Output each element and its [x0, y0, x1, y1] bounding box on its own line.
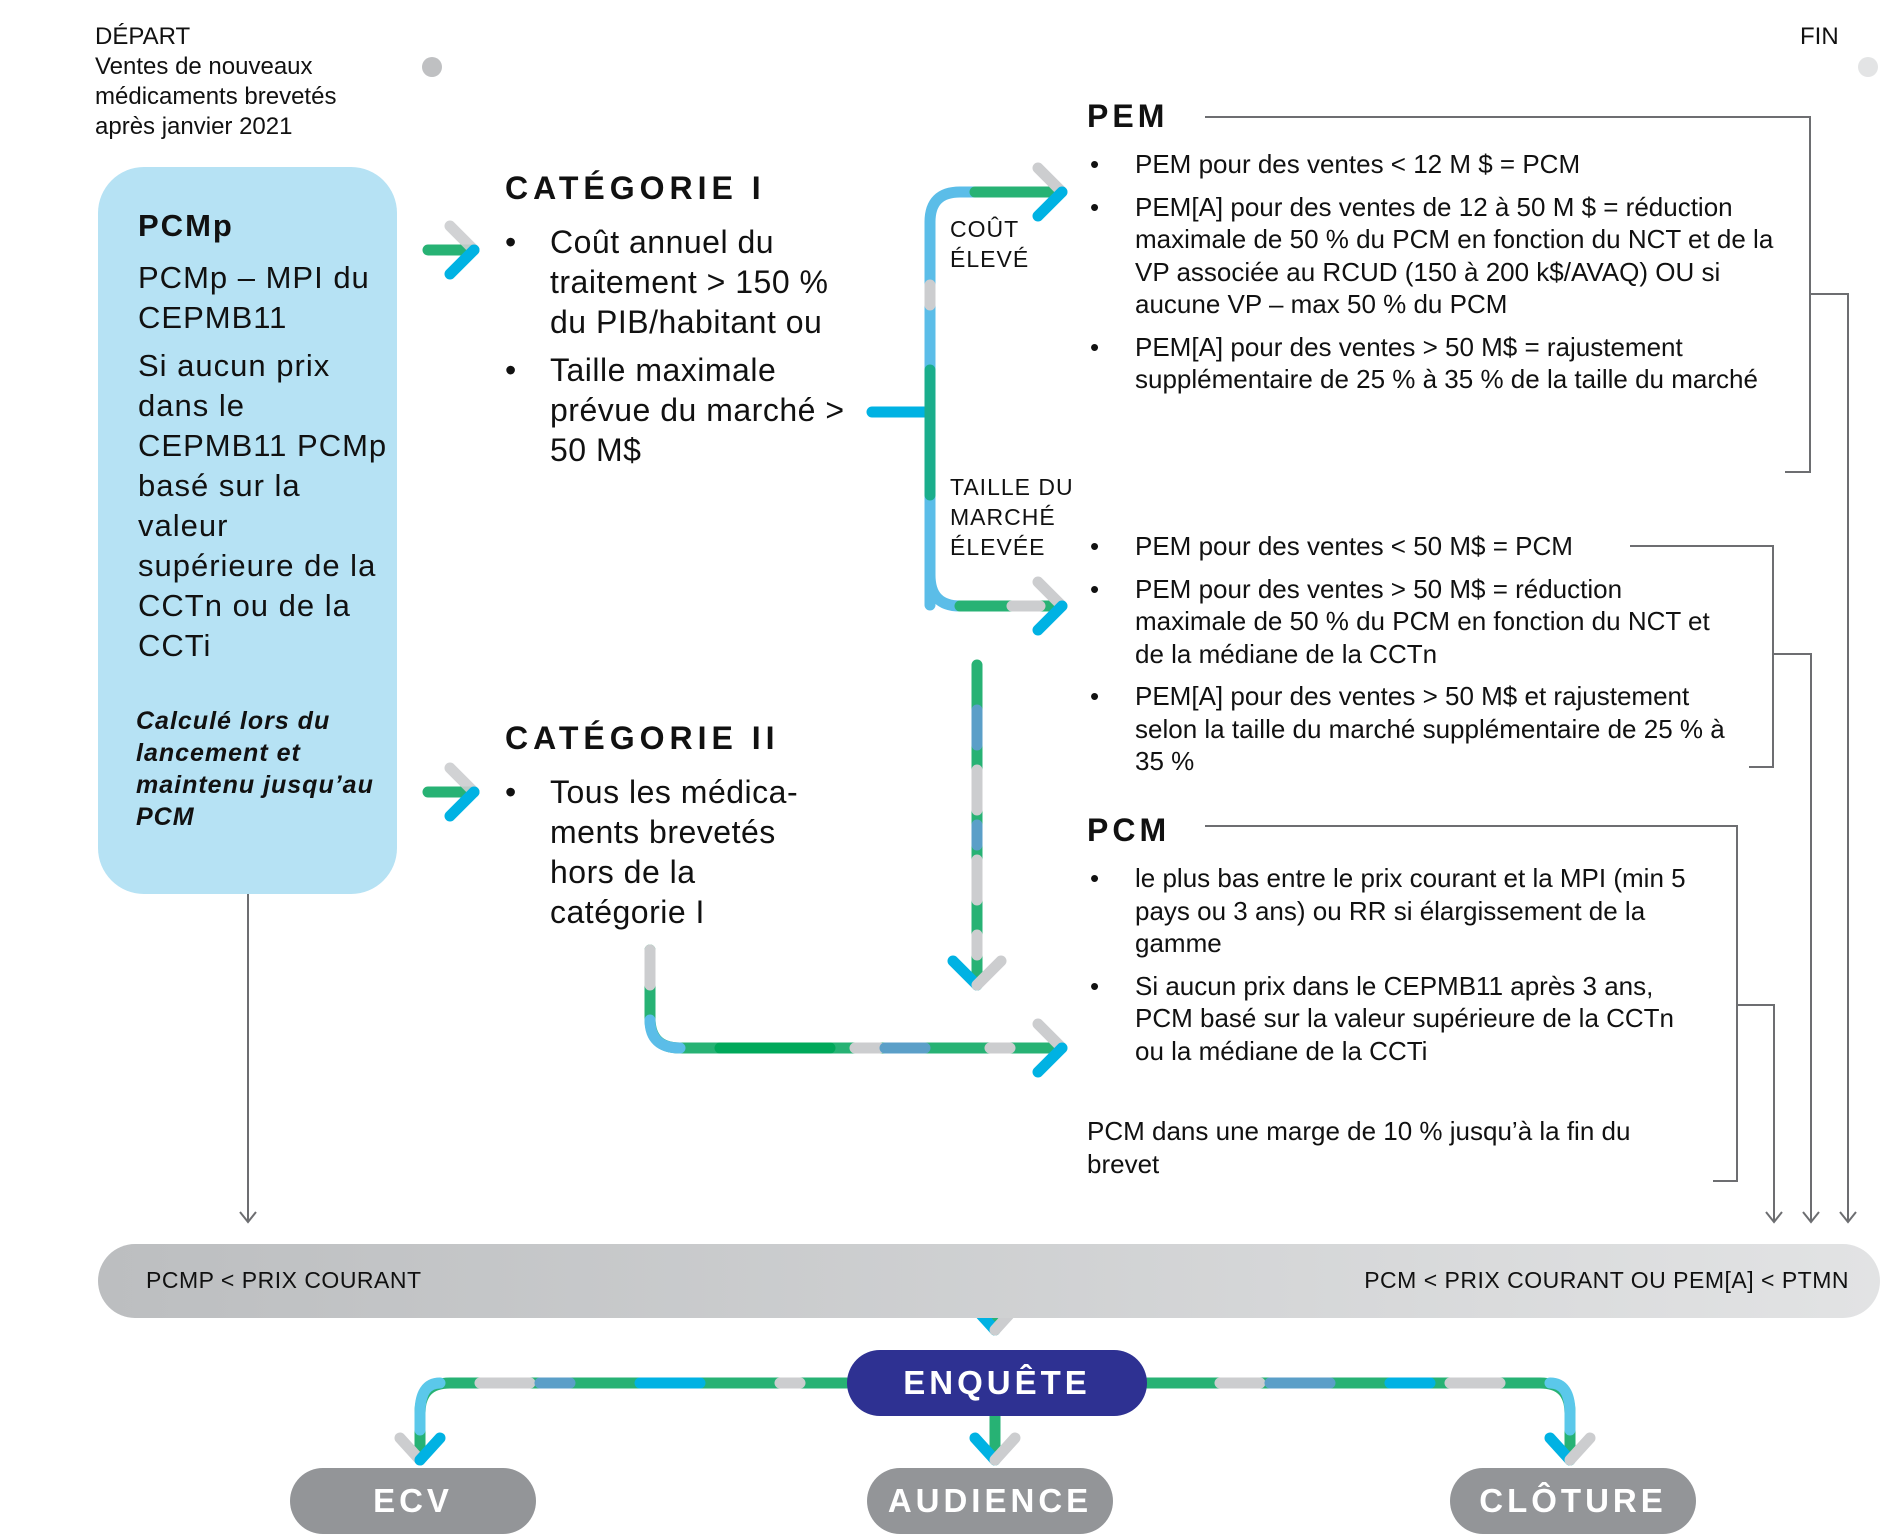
arrow-down-icon: [947, 955, 1007, 991]
pcm-bracket: [1205, 825, 1738, 1182]
pcm-title: PCM: [1087, 812, 1171, 848]
arrowhead-pcmp: [239, 1211, 257, 1224]
pem-rule: PEM pour des ventes > 50 M$ = réduction …: [1090, 573, 1730, 671]
pcmp-box: [98, 167, 397, 894]
pem-title: PEM: [1087, 98, 1169, 134]
pem-rule: PEM pour des ventes < 12 M $ = PCM: [1090, 148, 1790, 181]
category-1-criterion: Taille maximale prévue du marché > 50 M$: [505, 350, 865, 470]
pem-high-market-rules: PEM pour des ventes < 50 M$ = PCM PEM po…: [1090, 530, 1730, 788]
outcome-cloture: CLÔTURE: [1450, 1468, 1696, 1534]
category-2-criteria: Tous les médica-ments brevetés hors de l…: [505, 772, 835, 940]
pem-market-exit: [1773, 653, 1812, 1222]
route-right: [1141, 1377, 1576, 1466]
pem-rule: PEM[A] pour des ventes > 50 M$ = rajuste…: [1090, 331, 1790, 396]
pcm-rule: Si aucun prix dans le CEPMB11 après 3 an…: [1090, 970, 1700, 1068]
pcm-rule: le plus bas entre le prix courant et la …: [1090, 862, 1700, 960]
end-label: FIN: [1800, 23, 1839, 50]
arrow-audience-icon: [969, 1432, 1021, 1466]
pcm-note: PCM dans une marge de 10 % jusqu’à la fi…: [1087, 1116, 1631, 1179]
pcmp-description: PCMp – MPI du CEPMB11 Si aucun prix dans…: [138, 258, 388, 674]
routes: [414, 186, 1576, 1466]
timeline-start-dot: [422, 57, 442, 77]
branch-label-high-cost: COÛT ÉLEVÉ: [950, 216, 1030, 272]
category-1-criterion: Coût annuel du traitement > 150 % du PIB…: [505, 222, 865, 342]
start-line: après janvier 2021: [95, 113, 293, 140]
category-1-title: CATÉGORIE I: [505, 170, 766, 206]
arrow-cat2-icon: [422, 762, 480, 822]
price-test-bar: [98, 1244, 1880, 1318]
start-line: médicaments brevetés: [95, 83, 337, 110]
pcm-rules: le plus bas entre le prix courant et la …: [1090, 862, 1700, 1077]
pcmp-paragraph: Si aucun prix dans le CEPMB11 PCMp basé …: [138, 348, 388, 663]
arrowhead-pcm: [1765, 1211, 1783, 1224]
outcome-audience: AUDIENCE: [867, 1468, 1113, 1534]
pcmp-note: Calculé lors du lancement et maintenu ju…: [136, 707, 374, 831]
branch-label-high-market: TAILLE DU MARCHÉ ÉLEVÉE: [950, 474, 1074, 560]
category-1-criteria: Coût annuel du traitement > 150 % du PIB…: [505, 222, 865, 478]
arrow-cloture-icon: [1544, 1432, 1596, 1466]
arrowhead-cost: [1839, 1211, 1857, 1224]
category-2-criterion: Tous les médica-ments brevetés hors de l…: [505, 772, 835, 932]
start-line: Ventes de nouveaux: [95, 53, 313, 80]
investigation-node: ENQUÊTE: [847, 1350, 1147, 1416]
route-branch-vertical: [924, 186, 1066, 611]
price-test-right: PCM < PRIX COURANT OU PEM[A] < PTMN: [1364, 1267, 1849, 1293]
arrow-cat1-icon: [422, 220, 480, 280]
route-arrowheads: [394, 162, 1596, 1466]
pem-high-cost-rules: PEM pour des ventes < 12 M $ = PCM PEM[A…: [1090, 148, 1790, 406]
pem-rule: PEM pour des ventes < 50 M$ = PCM: [1090, 530, 1730, 563]
arrow-market-icon: [1032, 576, 1068, 636]
category-2-title: CATÉGORIE II: [505, 720, 780, 756]
timeline: [422, 57, 1878, 77]
pcm-exit: [1737, 1004, 1775, 1222]
arrow-cat2-route-icon: [1032, 1018, 1068, 1078]
start-title: DÉPART: [95, 23, 191, 50]
pem-cost-exit: [1810, 293, 1849, 1222]
arrow-cost-icon: [1032, 162, 1068, 222]
arrowhead-market: [1802, 1211, 1820, 1224]
bracket-connectors: [239, 116, 1857, 1224]
timeline-end-dot: [1858, 57, 1878, 77]
pem-rule: PEM[A] pour des ventes de 12 à 50 M $ = …: [1090, 191, 1790, 321]
pem-rule: PEM[A] pour des ventes > 50 M$ et rajust…: [1090, 680, 1730, 778]
route-left: [414, 1377, 853, 1466]
pcmp-title: PCMp: [138, 208, 234, 243]
pcmp-paragraph: PCMp – MPI du CEPMB11: [138, 260, 370, 335]
outcome-ecv: ECV: [290, 1468, 536, 1534]
start-label: DÉPART Ventes de nouveaux médicaments br…: [95, 22, 336, 142]
arrow-ecv-icon: [394, 1432, 446, 1466]
price-test-left: PCMP < PRIX COURANT: [146, 1267, 422, 1293]
